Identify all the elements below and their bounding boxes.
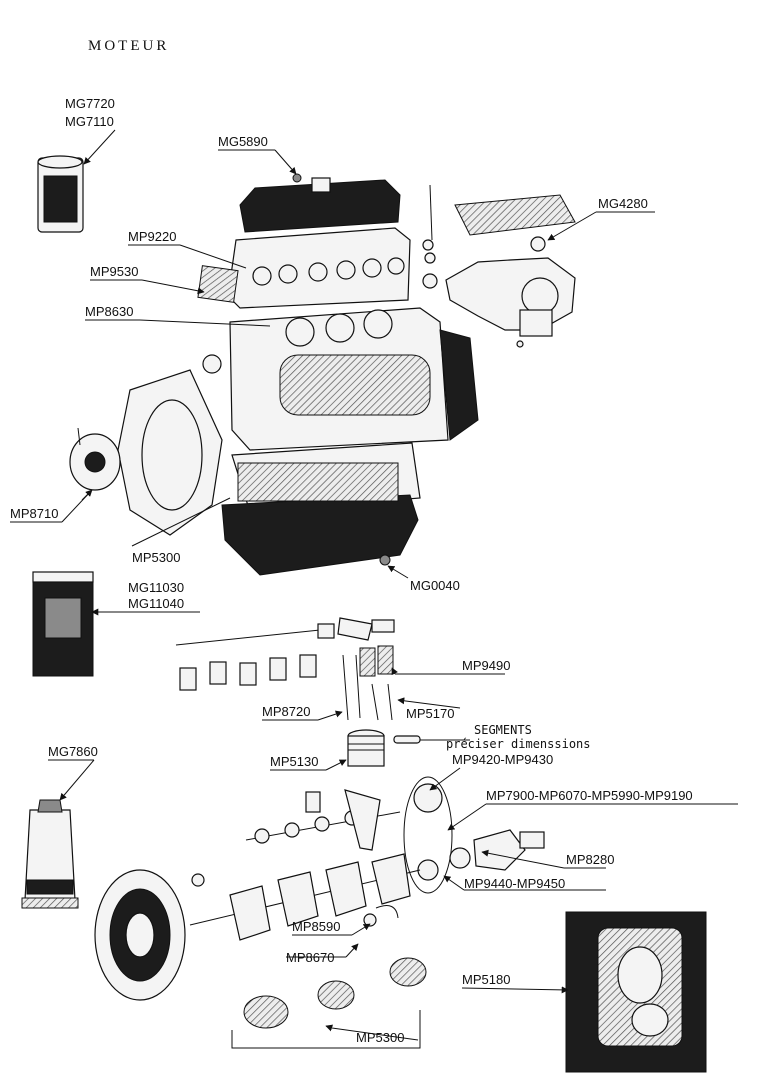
label-mp5300-bottom: MP5300 [356, 1030, 404, 1045]
label-mg7720: MG7720 [65, 96, 115, 111]
crankshaft-illustration [189, 853, 421, 941]
label-mp7900-group: MP7900-MP6070-MP5990-MP9190 [486, 788, 693, 803]
label-mg7110: MG7110 [65, 114, 114, 129]
label-mg0040: MG0040 [410, 578, 460, 593]
label-mp8590: MP8590 [292, 919, 340, 934]
leader-lines [10, 129, 738, 1041]
sealant-tube-illustration [21, 799, 79, 909]
rocker-shaft-illustration [175, 617, 395, 721]
bearing-shells-illustration [231, 957, 427, 1049]
camshaft-illustration [245, 789, 401, 851]
label-mp9220: MP9220 [128, 229, 176, 244]
label-mp8280: MP8280 [566, 852, 614, 867]
label-mp5300-top: MP5300 [132, 550, 180, 565]
label-mg5890: MG5890 [218, 134, 268, 149]
oil-can-illustration [32, 571, 94, 677]
label-mg4280: MG4280 [598, 196, 648, 211]
label-mp5130: MP5130 [270, 754, 318, 769]
label-mp9530: MP9530 [90, 264, 138, 279]
oil-filter-illustration [37, 155, 84, 233]
label-mp5180: MP5180 [462, 972, 510, 987]
flywheel-illustration [94, 869, 186, 1001]
page-title: MOTEUR [88, 38, 169, 54]
water-pump-illustration [422, 194, 576, 348]
label-segments-note: préciser dimenssions [446, 737, 591, 751]
label-mg11030: MG11030 [128, 580, 184, 595]
label-mp9440-mp9450: MP9440-MP9450 [464, 876, 565, 891]
label-mp8670: MP8670 [286, 950, 334, 965]
timing-chain-illustration [403, 776, 545, 894]
piston-illustration [347, 729, 421, 767]
engine-block-illustration [197, 173, 479, 576]
label-segments: SEGMENTS [474, 723, 532, 737]
label-mg7860: MG7860 [48, 744, 98, 759]
bellhousing-illustration [69, 354, 223, 536]
label-mp9490: MP9490 [462, 658, 510, 673]
label-mp8710: MP8710 [10, 506, 58, 521]
label-mp5170: MP5170 [406, 706, 454, 721]
gasket-set-illustration [565, 911, 707, 1073]
label-mp8630: MP8630 [85, 304, 133, 319]
label-mp8720: MP8720 [262, 704, 310, 719]
label-mp9420-mp9430: MP9420-MP9430 [452, 752, 553, 767]
label-mg11040: MG11040 [128, 596, 184, 611]
